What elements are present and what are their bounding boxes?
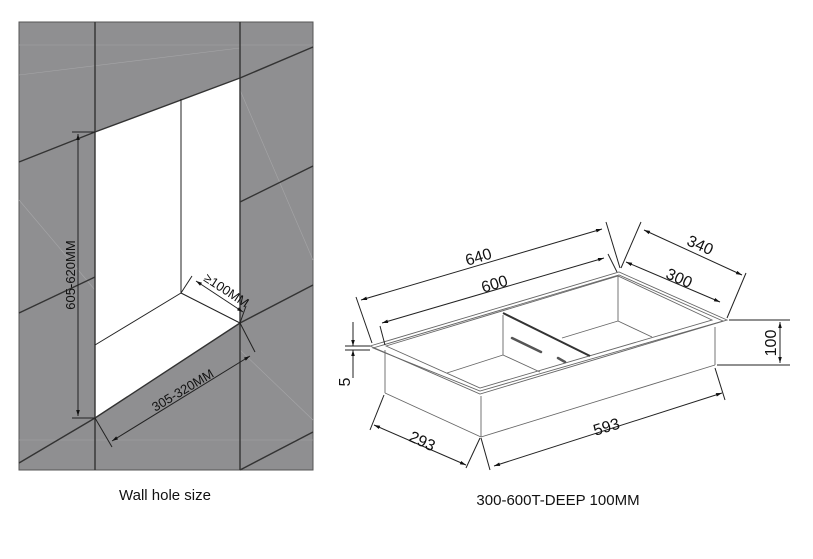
divider-slots [510, 336, 567, 364]
height-dimension [72, 131, 95, 419]
niche-drawing: 640 600 340 300 100 5 293 593 300-600T-D… [337, 221, 790, 509]
niche-dimension-lines [345, 221, 790, 471]
inner-width-label: 300 [663, 266, 694, 292]
inner-length-label: 600 [479, 273, 510, 297]
niche-caption: 300-600T-DEEP 100MM [476, 492, 639, 509]
outer-length-label: 640 [463, 246, 494, 270]
niche-body [368, 271, 729, 438]
hole-height-label: 605-620MM [63, 240, 78, 309]
body-length-label: 593 [591, 416, 622, 440]
depth-label: 100 [763, 330, 780, 357]
wall-hole-opening [95, 78, 240, 418]
outer-width-label: 340 [684, 233, 715, 259]
depth-dimension [180, 275, 247, 324]
width-dimension [94, 322, 256, 448]
wall-hole-drawing: 605-620MM 305-320MM ≥100MM Wall hole siz… [18, 21, 314, 504]
body-width-label: 293 [406, 429, 437, 456]
flange-label: 5 [337, 377, 354, 386]
wall-hole-caption: Wall hole size [119, 487, 211, 504]
